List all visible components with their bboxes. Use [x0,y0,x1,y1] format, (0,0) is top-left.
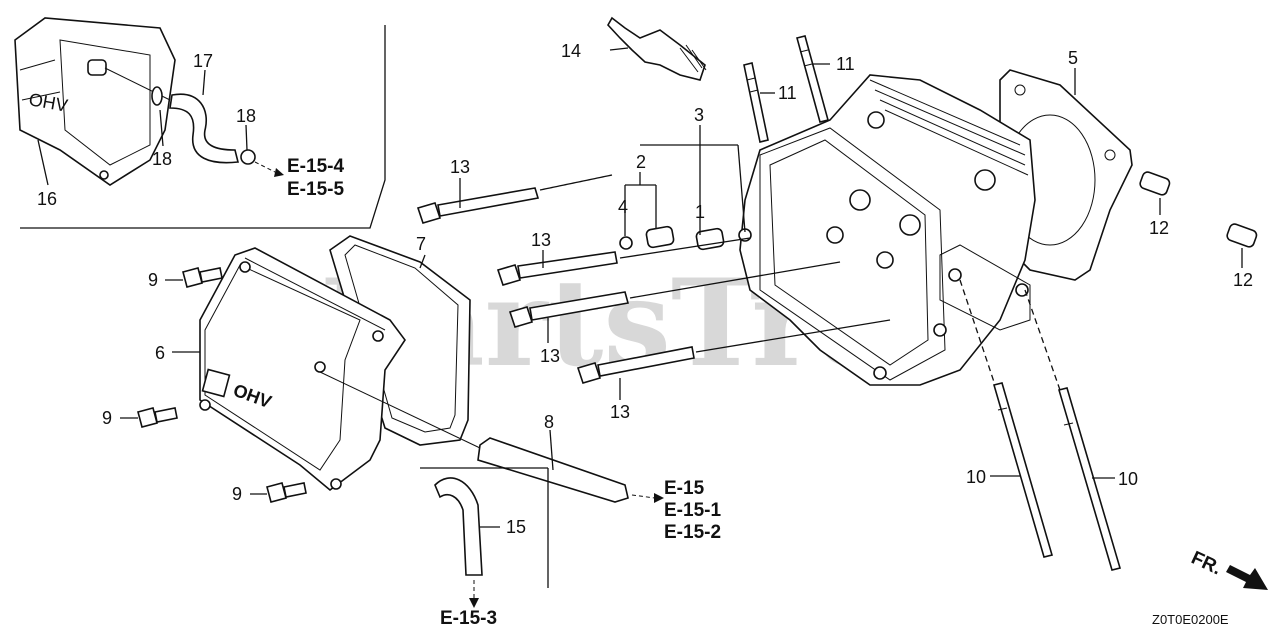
ref-e-15-3[interactable]: E-15-3 [440,608,497,629]
label-12b: 12 [1233,270,1253,290]
part-14-spark-plug [607,16,707,81]
label-2: 2 [636,152,646,172]
part-18-clamps [151,86,284,177]
label-5: 5 [1068,48,1078,68]
ref-e-15-5[interactable]: E-15-5 [287,179,344,200]
ref-e-15-2[interactable]: E-15-2 [664,522,721,543]
part-15-tube [420,467,549,608]
label-13c: 13 [540,346,560,366]
label-6: 6 [155,343,165,363]
part-12-dowels [1139,171,1258,248]
label-4: 4 [618,197,628,217]
label-9b: 9 [102,408,112,428]
label-10b: 10 [1118,469,1138,489]
ref-e-15-4[interactable]: E-15-4 [287,156,344,177]
label-18b: 18 [236,106,256,126]
label-13a: 13 [450,157,470,177]
front-indicator-text: FR. [1188,547,1225,579]
label-13b: 13 [531,230,551,250]
leader-lines [37,47,1243,528]
part-1-3-collars [619,225,725,251]
label-3: 3 [694,105,704,125]
part-6-valve-cover: OHV [199,247,406,492]
front-arrow-icon [1226,565,1268,590]
label-8: 8 [544,412,554,432]
part-9-bolts [137,267,307,503]
section-references: E-15-4 E-15-5 E-15 E-15-1 E-15-2 E-15-3 [287,156,721,629]
label-16: 16 [37,189,57,209]
label-11b: 11 [778,83,797,103]
front-indicator: FR. [1188,547,1268,590]
label-11a: 11 [836,54,855,74]
cylinder-head [738,74,1036,386]
part-11-studs [743,35,829,143]
part-number-labels: 16 17 18 18 13 13 13 13 2 3 4 1 14 11 11… [37,41,1253,537]
label-17: 17 [193,51,213,71]
ref-e-15-1[interactable]: E-15-1 [664,500,721,521]
label-13d: 13 [610,402,630,422]
diagram-code: Z0T0E0200E [1152,612,1229,627]
part-4-ball [619,236,633,250]
label-18a: 18 [152,149,172,169]
inset-valve-cover: OHV [14,17,176,186]
label-1: 1 [695,202,705,222]
part-10-pushrods [959,279,1122,571]
label-9a: 9 [148,270,158,290]
inset-divider [20,25,386,229]
label-12a: 12 [1149,218,1169,238]
part-13-bolts [416,174,891,384]
label-14: 14 [561,41,581,61]
breather-nipple [87,59,107,76]
label-10a: 10 [966,467,986,487]
label-15: 15 [506,517,526,537]
label-7: 7 [416,234,426,254]
ref-e-15[interactable]: E-15 [664,478,705,499]
label-9c: 9 [232,484,242,504]
